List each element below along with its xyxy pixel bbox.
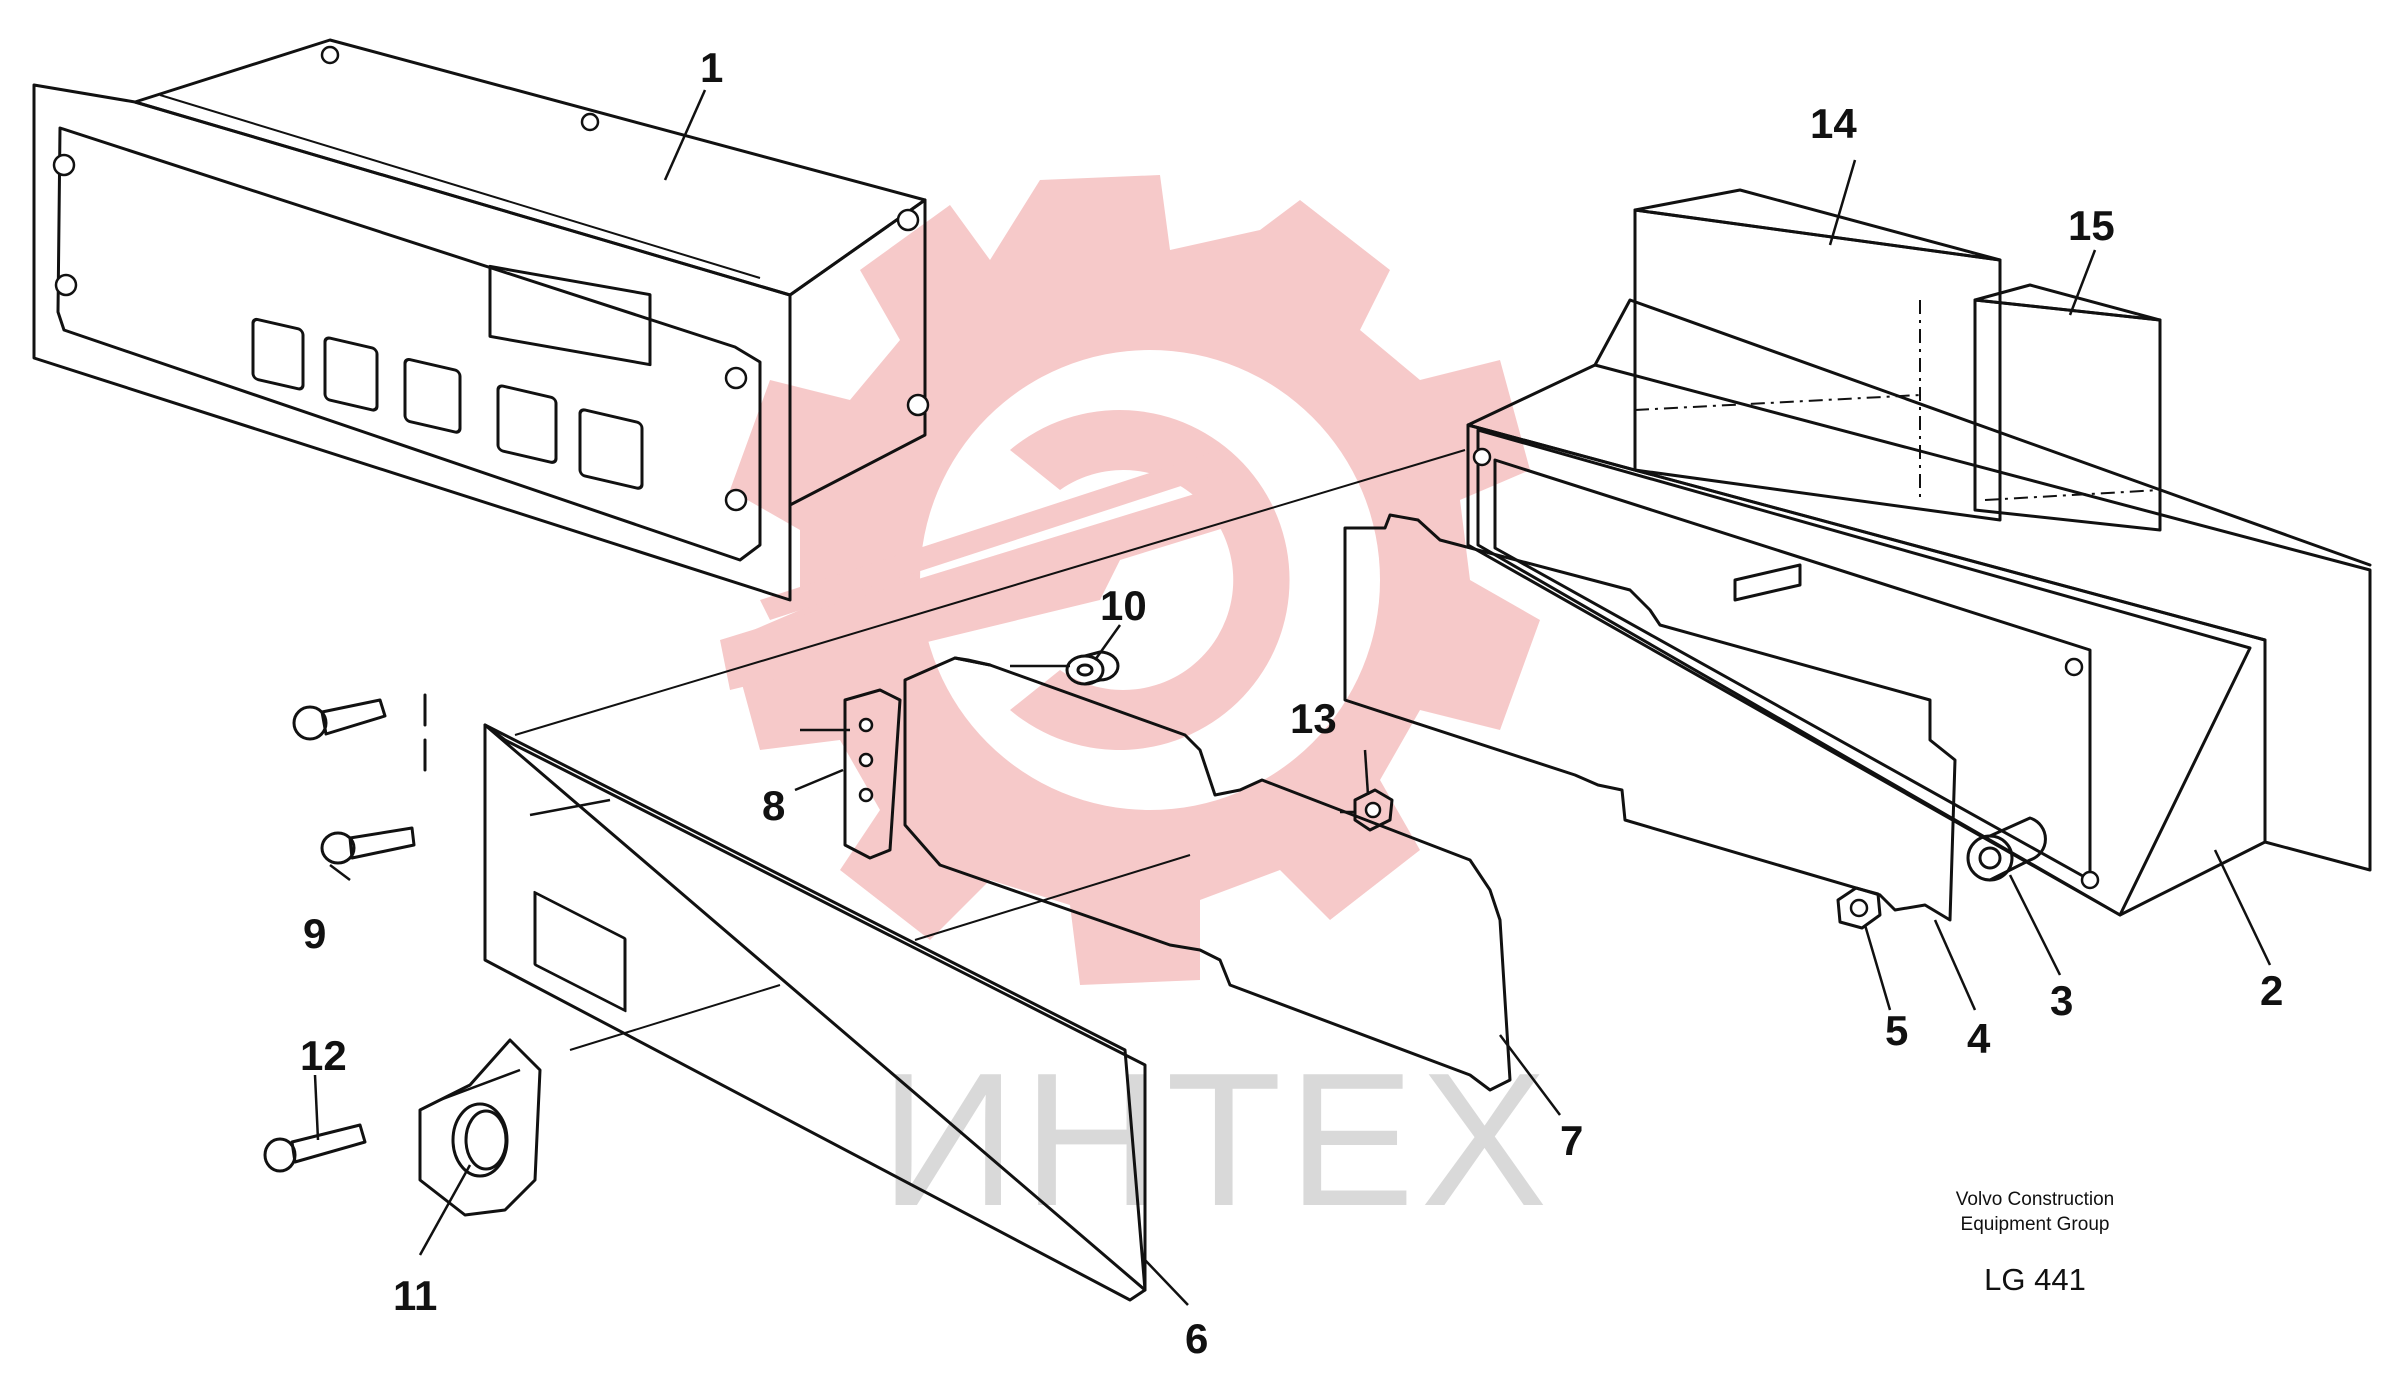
callout-3: 3 <box>2050 977 2073 1024</box>
part-1-display-unit <box>32 38 930 602</box>
callout-2: 2 <box>2260 967 2283 1014</box>
part-4-inner-plate <box>1343 513 1957 922</box>
company-name-line1: Volvo Construction <box>1956 1189 2114 1210</box>
part-6-front-panel <box>483 723 1147 1302</box>
part-12-bolt <box>263 1123 367 1173</box>
callout-6: 6 <box>1185 1315 1208 1362</box>
part-10-spacer <box>1065 650 1120 686</box>
part-2-housing <box>1466 188 2372 917</box>
callout-14: 14 <box>1810 100 1857 147</box>
drawing-code: LG 441 <box>1984 1262 2086 1297</box>
callout-7: 7 <box>1560 1117 1583 1164</box>
part-9-bolt <box>320 826 416 865</box>
callout-4: 4 <box>1967 1015 1991 1062</box>
callout-13: 13 <box>1290 695 1337 742</box>
screw-top-left <box>292 698 387 741</box>
callout-1: 1 <box>700 44 723 91</box>
part-13-nut <box>1353 788 1394 832</box>
footer: Volvo Construction Equipment Group LG 44… <box>1956 1189 2114 1297</box>
part-7-circuit-board <box>903 656 1512 1092</box>
callout-10: 10 <box>1100 582 1147 629</box>
company-name-line2: Equipment Group <box>1961 1214 2110 1235</box>
part-11-angle-bracket <box>418 1038 542 1217</box>
watermark-gear-logo <box>720 175 1540 985</box>
callout-15: 15 <box>2068 202 2115 249</box>
leader-lines <box>313 89 2272 1306</box>
callout-12: 12 <box>300 1032 347 1079</box>
callout-labels: 1 2 3 4 5 6 7 8 9 10 11 12 13 14 15 <box>300 44 2283 1362</box>
watermark-text: ИНТЕХ <box>880 1034 1553 1246</box>
callout-8: 8 <box>762 782 785 829</box>
part-8-bracket <box>843 688 902 860</box>
callout-11: 11 <box>393 1272 437 1319</box>
callout-9: 9 <box>303 910 326 957</box>
display-buttons <box>251 317 644 490</box>
callout-5: 5 <box>1885 1007 1908 1054</box>
part-3-sleeve <box>1966 816 2047 882</box>
part-5-nut <box>1836 886 1882 930</box>
